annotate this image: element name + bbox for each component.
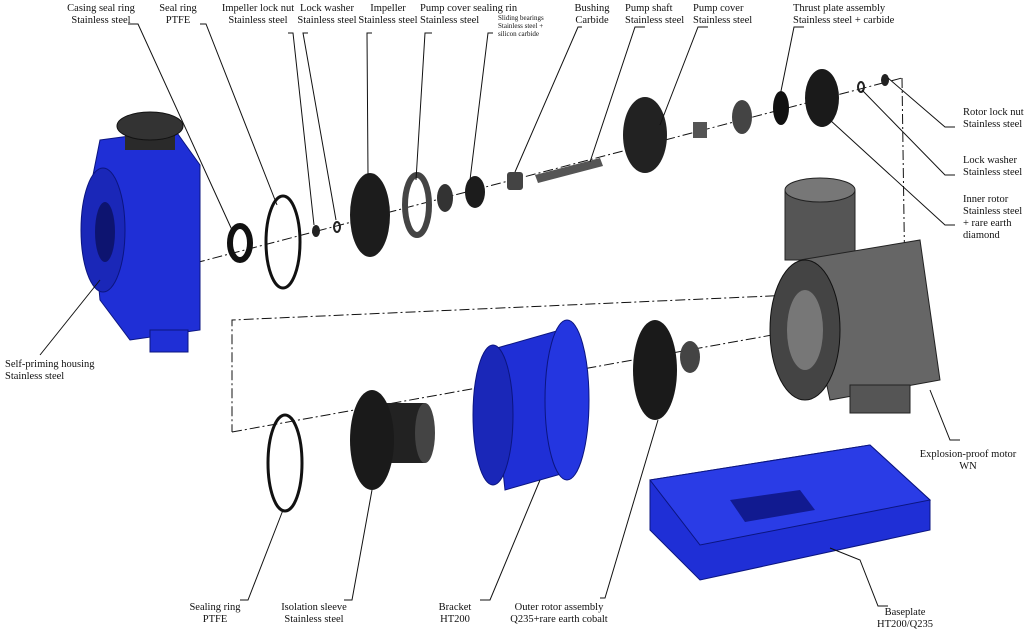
rotor-lock-nut <box>881 74 889 86</box>
baseplate <box>649 444 932 581</box>
seal-ring-ptfe <box>264 194 302 290</box>
impeller <box>350 173 390 257</box>
pump-cover-seal <box>465 176 485 208</box>
pump-cover-sealing-ring <box>402 172 432 238</box>
pump-cover <box>623 97 667 173</box>
bushing <box>507 172 523 190</box>
isolation-sleeve <box>350 390 435 490</box>
sealing-ring-ptfe <box>266 413 304 513</box>
shaft-sleeve <box>693 122 707 138</box>
explosion-proof-motor <box>769 177 941 414</box>
rotor-lock-washer <box>857 81 865 93</box>
leader-lines <box>39 23 960 607</box>
thrust-plate-part <box>732 100 752 134</box>
lock-washer <box>333 221 341 233</box>
outer-rotor-assembly <box>633 320 700 420</box>
self-priming-housing <box>80 111 201 353</box>
bracket <box>472 319 590 491</box>
impeller-lock-nut <box>312 225 320 237</box>
pump-shaft <box>535 158 603 183</box>
inner-rotor <box>805 69 839 127</box>
sliding-bearing <box>437 184 453 212</box>
casing-seal-ring <box>227 223 253 263</box>
thrust-plate-assembly <box>773 91 789 125</box>
